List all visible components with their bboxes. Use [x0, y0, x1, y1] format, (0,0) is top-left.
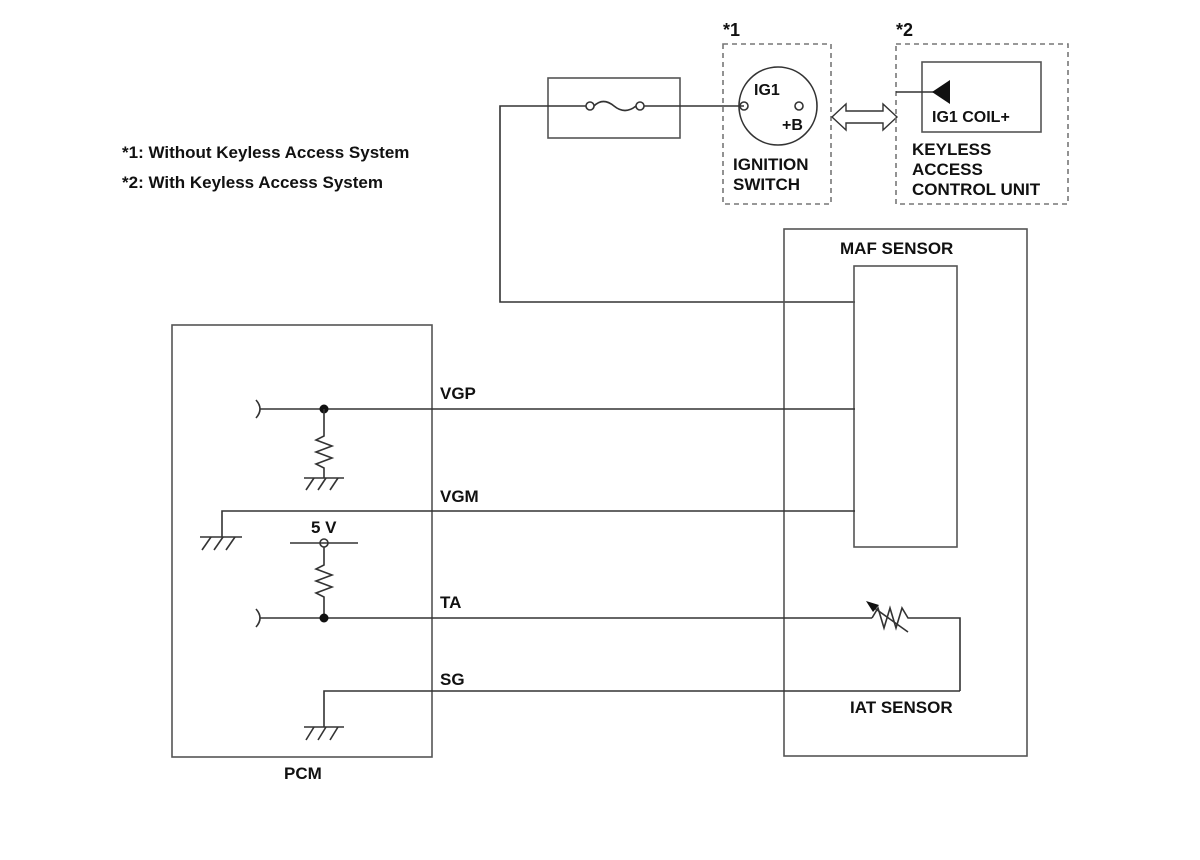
supply-5v: 5 V — [311, 518, 337, 537]
terminal-ig1-coil: IG1 COIL+ — [932, 109, 1010, 126]
terminal-plus-b: +B — [782, 117, 803, 134]
keyless-access-control-unit: *2 IG1 COIL+ KEYLESS ACCESS CONTROL UNIT — [895, 20, 1069, 205]
fuse — [547, 77, 681, 139]
pcm: PCM — [171, 324, 433, 783]
ta-circuit: 5 V TA — [255, 518, 961, 691]
signal-vgm: VGM — [440, 487, 479, 506]
pcm-label: PCM — [284, 764, 322, 783]
maf-sensor-label: MAF SENSOR — [840, 239, 953, 258]
marker-2: *2 — [896, 20, 913, 40]
keyless-label-3: CONTROL UNIT — [912, 180, 1041, 199]
ignition-switch-label-1: IGNITION — [733, 155, 809, 174]
thermistor-icon — [871, 605, 961, 691]
power-feed-wire — [499, 105, 855, 303]
iat-sensor-label: IAT SENSOR — [850, 698, 953, 717]
marker-1: *1 — [723, 20, 740, 40]
ignition-switch-label-2: SWITCH — [733, 175, 800, 194]
terminal-ig1: IG1 — [754, 82, 780, 99]
alternative-arrow-icon — [830, 102, 899, 132]
vgm-circuit: VGM — [200, 487, 855, 551]
signal-vgp: VGP — [440, 384, 476, 403]
keyless-label-1: KEYLESS — [912, 140, 991, 159]
vgp-circuit: VGP — [255, 384, 855, 491]
keyless-label-2: ACCESS — [912, 160, 983, 179]
output-triangle-icon — [932, 80, 950, 104]
note-with-keyless: *2: With Keyless Access System — [122, 173, 383, 192]
signal-sg: SG — [440, 670, 465, 689]
signal-ta: TA — [440, 593, 461, 612]
note-without-keyless: *1: Without Keyless Access System — [122, 143, 409, 162]
sg-circuit: SG — [304, 670, 960, 741]
sensor-housing: MAF SENSOR IAT SENSOR — [783, 228, 1028, 757]
ignition-switch: *1 IG1 +B IGNITION SWITCH — [722, 20, 832, 205]
maf-sensor-element — [853, 265, 958, 548]
